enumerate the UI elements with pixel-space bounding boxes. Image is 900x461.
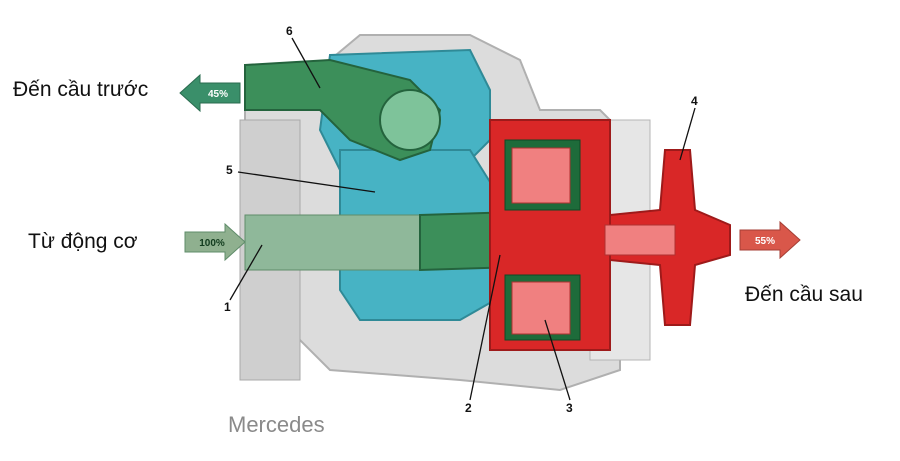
callout-3: 3 (566, 401, 573, 415)
callout-4: 4 (691, 94, 698, 108)
rear-output-arrow: 55% (739, 220, 801, 260)
to-rear-axle-label: Đến cầu sau (745, 283, 863, 306)
to-front-axle-label: Đến cầu trước (13, 78, 149, 101)
rear-output-flange (604, 149, 731, 326)
front-output-shaft (244, 58, 442, 162)
callout-6: 6 (286, 24, 293, 38)
red-planetary-gearset (489, 119, 611, 351)
callout-leaders (229, 37, 696, 401)
callout-5: 5 (226, 163, 233, 177)
front-output-arrow: 45% (179, 73, 241, 113)
watermark: Mercedes (228, 412, 325, 437)
rear-percent: 55% (755, 236, 775, 247)
from-engine-label: Từ động cơ (28, 230, 138, 253)
callout-1: 1 (224, 300, 231, 314)
front-percent: 45% (208, 89, 228, 100)
callout-2: 2 (465, 401, 472, 415)
engine-percent: 100% (199, 238, 225, 249)
engine-input-arrow: 100% (184, 222, 246, 262)
